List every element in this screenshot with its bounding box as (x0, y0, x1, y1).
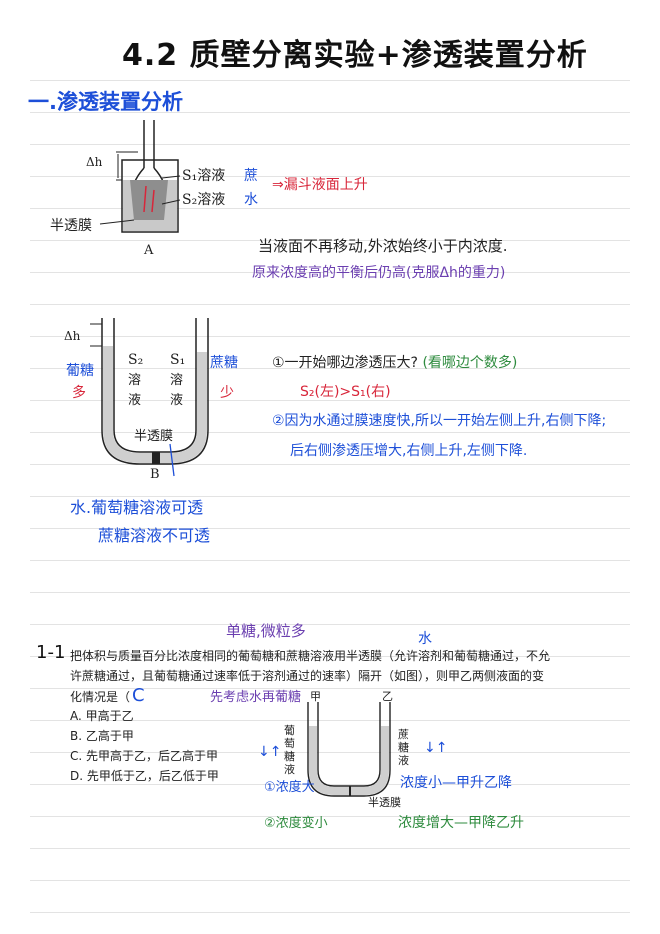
q1-answer: S₂(左)>S₁(右) (300, 384, 391, 400)
fig-b-s2: S₂ (128, 352, 143, 368)
note-conc-small: ②浓度变小 (264, 816, 328, 831)
fig-b-membrane: 半透膜 (134, 429, 173, 444)
problem-text-2: 许蔗糖通过，且葡萄糖通过速率低于溶剂通过的速率）隔开（如图），则甲乙两侧液面的变 (70, 669, 545, 683)
figure-a: Δh S₁溶液 S₂溶液 半透膜 A 蔗 水 (50, 120, 258, 258)
problem-number: 1-1 (36, 642, 66, 663)
fig-a-note-s1: 蔗 (244, 168, 258, 184)
fig-b-right-note-1: 蔗糖 (210, 355, 238, 371)
problem-text-3: 化情况是（C (70, 685, 145, 706)
figure-b: Δh S₂ 溶 液 S₁ 溶 液 半透膜 B (64, 318, 209, 482)
fig-left-label: 葡萄糖液 (284, 724, 295, 776)
problem-text-1: 把体积与质量百分比浓度相同的葡萄糖和蔗糖溶液用半透膜（允许溶剂和葡萄糖通过，不允 (70, 649, 551, 663)
option-c[interactable]: C. 先甲高于乙，后乙高于甲 (70, 749, 219, 763)
fig-b-liq-right: 液 (170, 393, 183, 408)
fig-b-sol-right: 溶 (170, 373, 183, 388)
fig-b-left-note-1: 葡糖 (66, 363, 94, 379)
page-title: 4.2 质壁分离实验+渗透装置分析 (122, 38, 588, 73)
fig-b-sol-left: 溶 (128, 373, 141, 388)
arrow-updown-left: ↓↑ (258, 744, 282, 760)
fig-yi: 乙 (382, 690, 393, 703)
fig-b-left-note-2: 多 (72, 385, 86, 401)
fig-a-letter: A (143, 243, 154, 258)
q2-line-1: ②因为水通过膜速度快,所以一开始左侧上升,右侧下降; (272, 413, 607, 429)
fig-b-bottom-note-2: 蔗糖溶液不可透 (98, 526, 211, 545)
figure-problem: 甲 乙 半透膜 (307, 690, 401, 809)
fig-b-liq-left: 液 (128, 393, 141, 408)
pressure-note: 原来浓度高的平衡后仍高(克服Δh的重力) (252, 265, 506, 281)
fig-a-s1: S₁溶液 (182, 168, 225, 184)
q1-line: ①一开始哪边渗透压大? (看哪边个数多) (272, 352, 517, 372)
anno-water: 水 (418, 631, 432, 647)
fig-b-bottom-note-1: 水.葡萄糖溶液可透 (70, 498, 204, 517)
option-a[interactable]: A. 甲高于乙 (70, 709, 134, 723)
option-d[interactable]: D. 先甲低于乙，后乙低于甲 (70, 769, 219, 783)
section-heading: 一.渗透装置分析 (28, 90, 183, 114)
equilibrium-note: 当液面不再移动,外浓始终小于内浓度. (258, 237, 508, 255)
note-right-1: 浓度小—甲升乙降 (400, 775, 512, 791)
fig-a-dh: Δh (86, 155, 103, 169)
fig-a-note-s2: 水 (244, 192, 258, 208)
arrow-updown-right: ↓↑ (424, 740, 448, 756)
fig-b-right-note-2: 少 (220, 385, 234, 401)
fig-jia: 甲 (310, 690, 321, 703)
arrow-note: ⇒漏斗液面上升 (272, 177, 368, 193)
q2-line-2: 后右侧渗透压增大,右侧上升,左侧下降. (290, 443, 528, 459)
fig-membrane: 半透膜 (368, 795, 401, 809)
fig-b-s1: S₁ (170, 352, 185, 368)
fig-a-s2: S₂溶液 (182, 192, 225, 208)
anno-first: 先考虑水再葡糖 (210, 690, 302, 705)
note-right-2: 浓度增大—甲降乙升 (398, 815, 524, 831)
fig-a-membrane: 半透膜 (50, 218, 92, 234)
fig-right-label: 蔗糖液 (398, 728, 409, 767)
q1-hint: (看哪边个数多) (422, 355, 518, 371)
answer-mark: C (132, 685, 145, 706)
q1-prompt: ①一开始哪边渗透压大? (272, 355, 418, 371)
anno-top: 单糖,微粒多 (226, 622, 306, 640)
note-conc-big: ①浓度大 (264, 780, 315, 795)
option-b[interactable]: B. 乙高于甲 (70, 729, 134, 743)
fig-b-letter: B (150, 467, 160, 482)
fig-b-dh: Δh (64, 329, 81, 343)
